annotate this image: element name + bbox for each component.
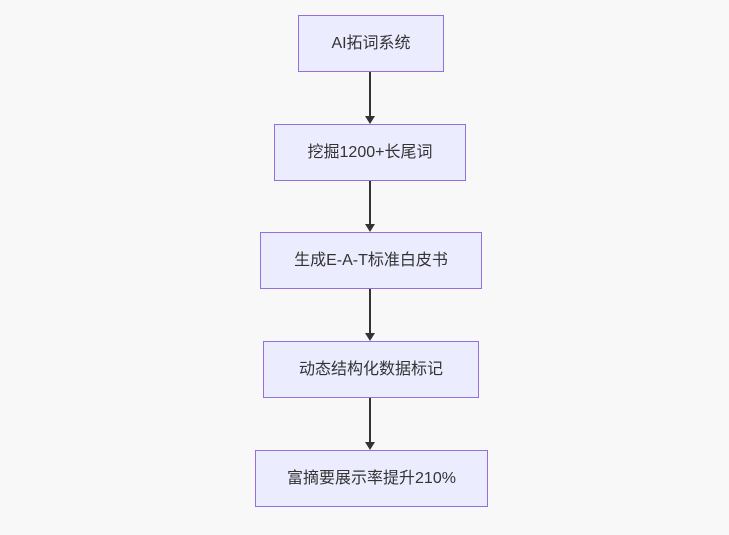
flow-node-label: 动态结构化数据标记	[298, 360, 443, 378]
arrowhead-down-icon	[365, 224, 375, 232]
flow-edge-line-1	[369, 72, 371, 116]
flow-edge-line-2	[369, 181, 371, 224]
flow-node-label: 富摘要展示率提升210%	[287, 469, 456, 487]
flow-node-label: AI拓词系统	[331, 34, 411, 52]
flow-node-label: 挖掘1200+长尾词	[307, 143, 433, 161]
arrowhead-down-icon	[365, 442, 375, 450]
arrowhead-down-icon	[365, 116, 375, 124]
flow-node-rich-snippet-rate-increase: 富摘要展示率提升210%	[255, 450, 488, 507]
flow-node-longtail-keyword-mining: 挖掘1200+长尾词	[274, 124, 466, 181]
flow-edge-line-4	[369, 398, 371, 442]
arrowhead-down-icon	[365, 333, 375, 341]
flow-node-eat-whitepaper: 生成E-A-T标准白皮书	[260, 232, 482, 289]
flow-node-dynamic-structured-data-markup: 动态结构化数据标记	[263, 341, 479, 398]
flow-node-ai-word-expansion-system: AI拓词系统	[298, 15, 444, 72]
flow-node-label: 生成E-A-T标准白皮书	[294, 251, 448, 269]
flow-edge-line-3	[369, 289, 371, 333]
